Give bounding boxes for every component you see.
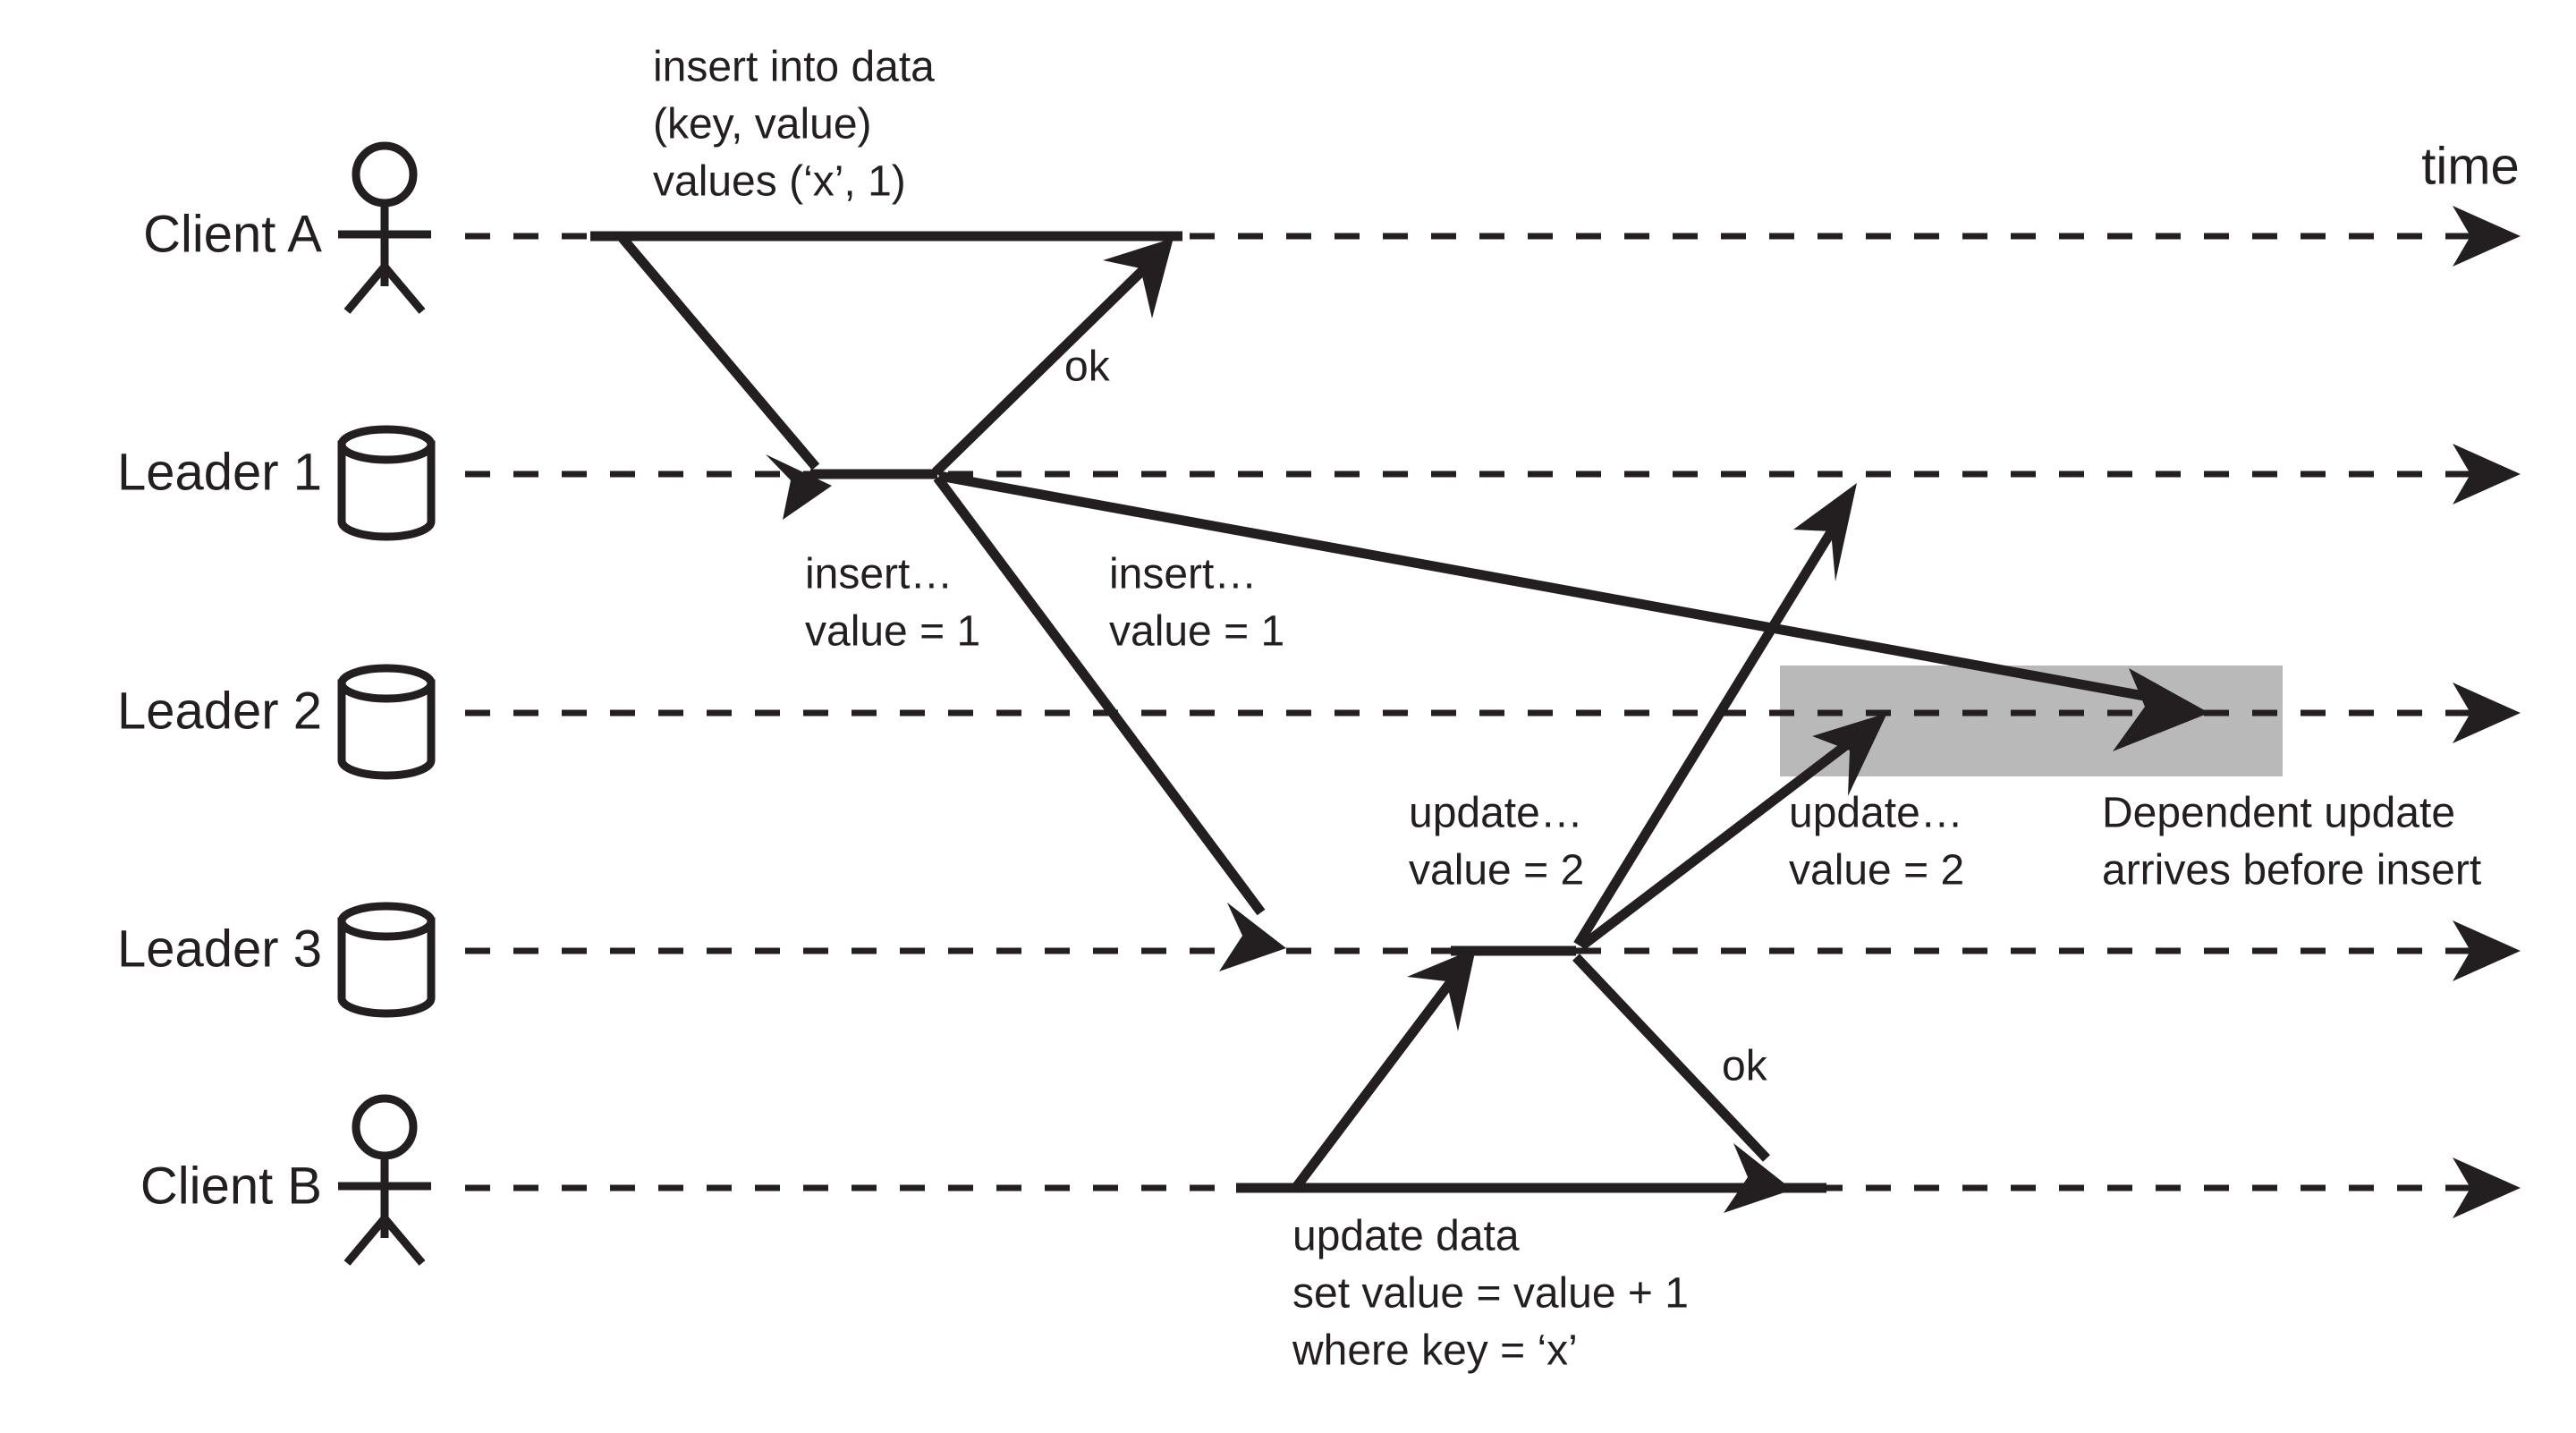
annotation-line: insert into data bbox=[653, 44, 935, 91]
message-line-insert-to-leader-3 bbox=[933, 474, 1266, 916]
stick-figure-icon-client-b bbox=[338, 1094, 431, 1266]
lane-label-leader-1: Leader 1 bbox=[117, 443, 322, 501]
annotation-line: ok bbox=[1064, 343, 1111, 391]
message-line-insert-request bbox=[616, 233, 820, 471]
arrowhead-ok-to-client-a bbox=[1103, 238, 1174, 318]
annotation-client-b-query: update data set value = value + 1 where … bbox=[1292, 1213, 1689, 1375]
annotation-line: value = 2 bbox=[1409, 847, 1584, 895]
arrowhead-update-request bbox=[1407, 948, 1476, 1031]
annotation-line: value = 1 bbox=[805, 608, 980, 656]
annotation-line: value = 2 bbox=[1789, 847, 1964, 895]
time-arrow-leader-2 bbox=[2453, 683, 2521, 743]
annotation-line: insert… bbox=[805, 551, 953, 598]
message-line-update-request bbox=[1292, 969, 1462, 1190]
annotation-line: where key = ‘x’ bbox=[1292, 1327, 1578, 1375]
annotation-line: ok bbox=[1722, 1043, 1768, 1090]
annotation-line: arrives before insert bbox=[2102, 847, 2481, 895]
annotation-update-to-leader-1: update… value = 2 bbox=[1409, 790, 1584, 895]
time-arrow-leader-3 bbox=[2453, 920, 2521, 981]
arrowhead-update-to-leader-2 bbox=[1812, 713, 1887, 796]
message-line-insert-to-leader-2 bbox=[938, 471, 2155, 703]
arrowhead-insert-to-leader-3 bbox=[1219, 903, 1286, 971]
time-arrow-client-a bbox=[2453, 206, 2521, 267]
arrowhead-insert-to-leader-2 bbox=[2113, 668, 2209, 751]
time-axis-label: time bbox=[2421, 137, 2520, 195]
message-line-ok-to-client-a bbox=[932, 258, 1156, 476]
annotation-line: value = 1 bbox=[1109, 608, 1284, 656]
annotation-dependent-update-note: Dependent update arrives before insert bbox=[2102, 790, 2481, 895]
message-line-update-to-leader-1 bbox=[1573, 525, 1838, 947]
annotation-line: values (‘x’, 1) bbox=[653, 158, 906, 206]
arrowhead-update-to-leader-1 bbox=[1793, 483, 1857, 581]
stick-figure-icon-client-a bbox=[338, 141, 431, 314]
annotation-ok-leader1-client-a: ok bbox=[1064, 343, 1111, 391]
annotation-insert-to-leader-3: insert… value = 1 bbox=[805, 551, 980, 656]
messages-group bbox=[616, 233, 2209, 1213]
lane-label-leader-3: Leader 3 bbox=[117, 920, 322, 978]
annotation-line: set value = value + 1 bbox=[1292, 1270, 1689, 1318]
lane-labels-group: Client A Leader 1 Leader 2 Leader 3 Clie… bbox=[117, 205, 322, 1215]
database-cylinder-icon-leader-1 bbox=[337, 425, 436, 541]
annotation-insert-to-leader-2: insert… value = 1 bbox=[1109, 551, 1284, 656]
time-arrow-client-b bbox=[2453, 1157, 2521, 1218]
annotation-client-a-query: insert into data (key, value) values (‘x… bbox=[653, 44, 935, 206]
message-line-ok-to-client-b bbox=[1572, 954, 1770, 1162]
lane-label-client-a: Client A bbox=[143, 205, 322, 263]
annotation-line: update… bbox=[1409, 790, 1583, 837]
annotation-line: update data bbox=[1292, 1213, 1520, 1260]
lane-label-leader-2: Leader 2 bbox=[117, 682, 322, 740]
database-cylinder-icon-leader-3 bbox=[337, 902, 436, 1018]
arrowhead-insert-request bbox=[766, 454, 832, 520]
annotation-line: update… bbox=[1789, 790, 1963, 837]
participant-icons-group bbox=[337, 141, 436, 1266]
annotation-line: (key, value) bbox=[653, 101, 872, 148]
annotation-line: insert… bbox=[1109, 551, 1257, 598]
annotation-ok-leader3-client-b: ok bbox=[1722, 1043, 1768, 1090]
time-axis-arrowheads bbox=[2453, 206, 2521, 1218]
lane-label-client-b: Client B bbox=[140, 1157, 322, 1215]
arrowhead-ok-to-client-b bbox=[1724, 1143, 1792, 1213]
database-cylinder-icon-leader-2 bbox=[337, 664, 436, 780]
annotation-update-to-leader-2: update… value = 2 bbox=[1789, 790, 1964, 895]
annotation-line: Dependent update bbox=[2102, 790, 2455, 837]
message-line-update-to-leader-2 bbox=[1578, 738, 1853, 951]
time-arrow-leader-1 bbox=[2453, 444, 2521, 505]
annotations-group: insert into data (key, value) values (‘x… bbox=[653, 44, 2481, 1375]
